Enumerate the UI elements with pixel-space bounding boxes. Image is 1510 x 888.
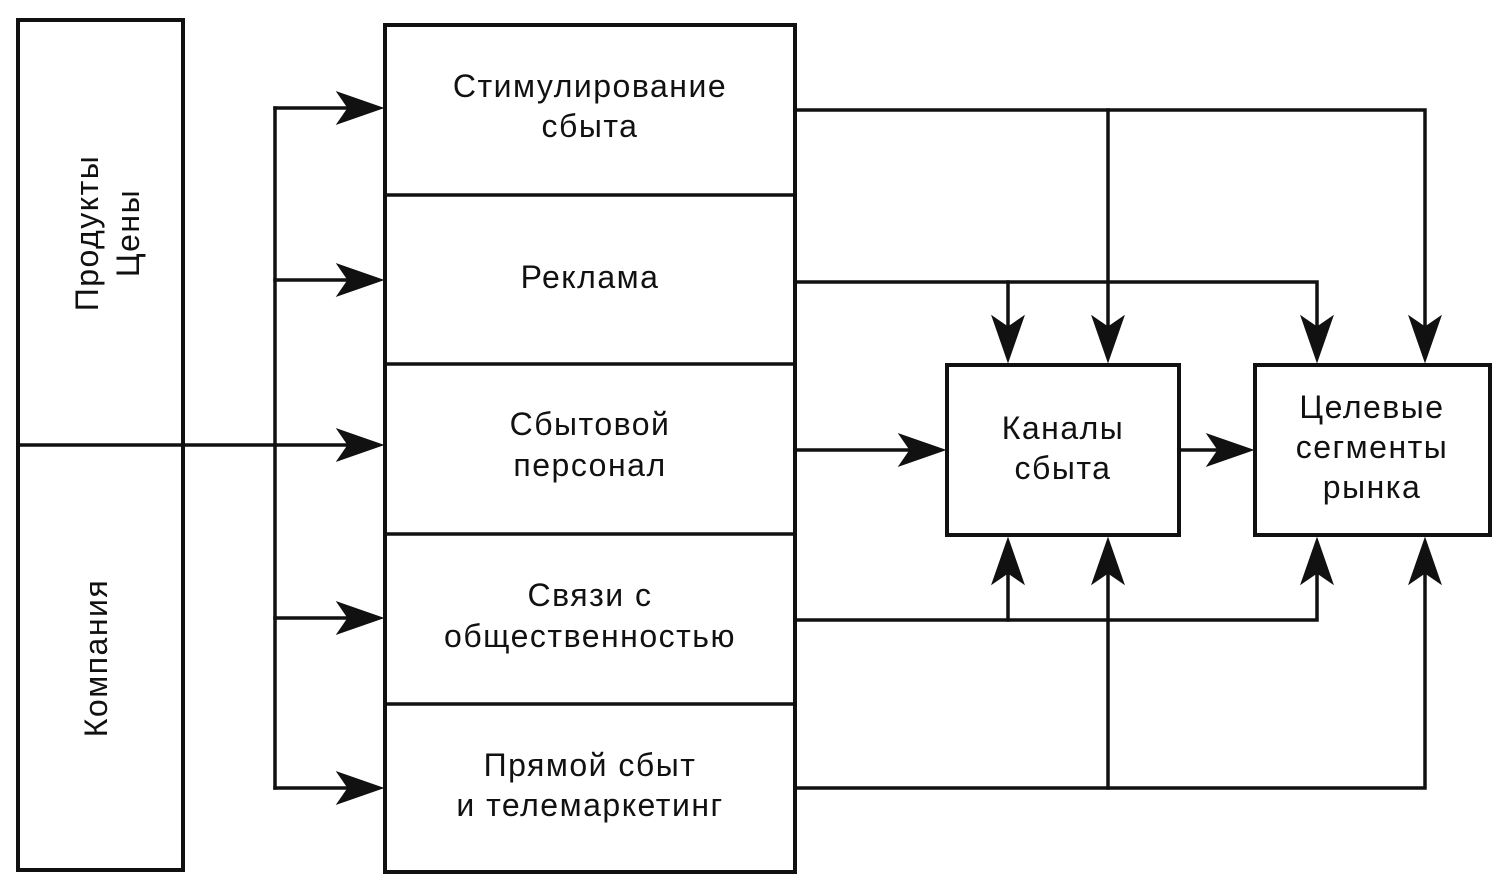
arrow-into-advertising: [335, 263, 385, 297]
arrow-into-sales-promotion: [335, 91, 385, 125]
sales-channels-node: Каналы сбыта: [945, 363, 1181, 537]
products-label: Продукты: [69, 155, 105, 312]
sales-channels-label-line2: сбыта: [1015, 450, 1112, 486]
target-segments-label-line2: сегменты: [1296, 429, 1449, 465]
sales-staff-label-line2: персонал: [513, 447, 666, 483]
tools-to-targets-connectors: [793, 108, 1427, 790]
sales-promotion-label-line1: Стимулирование: [453, 68, 727, 104]
prices-label: Цены: [110, 189, 146, 277]
advertising-route: [793, 280, 1319, 332]
company-label-group: Компания: [78, 579, 114, 737]
products-prices-label: Продукты Цены: [69, 155, 146, 312]
arrow-into-direct-sales: [335, 771, 385, 805]
direct-sales-route: [793, 568, 1427, 790]
arrowheads: [335, 91, 1442, 805]
company-to-tools-connectors: [181, 106, 357, 790]
public-relations-label-line1: Связи с: [527, 577, 652, 613]
arrow-down-promotion-to-segments: [1408, 314, 1442, 364]
target-segments-label-line1: Целевые: [1299, 389, 1444, 425]
left-panel: Продукты Цены Компания: [16, 18, 185, 872]
arrow-up-relations-to-channels: [991, 536, 1025, 586]
direct-sales-label-line1: Прямой сбыт: [484, 747, 697, 783]
target-segments-box: [1253, 363, 1492, 537]
sales-promotion-route: [793, 108, 1427, 332]
arrow-down-promotion-to-channels: [1091, 314, 1125, 364]
company-label: Компания: [78, 579, 114, 737]
tools-column: Стимулирование сбыта Реклама Сбытовой пе…: [383, 23, 797, 874]
sales-promotion-label-line2: сбыта: [542, 108, 639, 144]
arrow-down-advertising-to-segments: [1300, 314, 1334, 364]
target-segments-node: Целевые сегменты рынка: [1253, 363, 1492, 537]
arrow-up-direct-sales-to-segments: [1408, 536, 1442, 586]
target-segments-label-line3: рынка: [1323, 469, 1421, 505]
advertising-label: Реклама: [521, 259, 660, 295]
sales-staff-label-line1: Сбытовой: [510, 406, 671, 442]
sales-channels-label-line1: Каналы: [1002, 410, 1125, 446]
public-relations-label-line2: общественностью: [444, 618, 736, 654]
tools-column-box: [383, 23, 797, 874]
direct-sales-label-line2: и телемаркетинг: [456, 787, 723, 823]
arrow-down-advertising-to-channels: [991, 314, 1025, 364]
arrow-into-target-segments: [1205, 433, 1255, 467]
arrow-into-public-relations: [335, 601, 385, 635]
public-relations-route: [793, 568, 1319, 622]
arrow-up-relations-to-segments: [1300, 536, 1334, 586]
arrow-up-direct-sales-to-channels: [1091, 536, 1125, 586]
arrow-into-sales-channels: [897, 433, 947, 467]
arrow-into-sales-staff: [335, 428, 385, 462]
